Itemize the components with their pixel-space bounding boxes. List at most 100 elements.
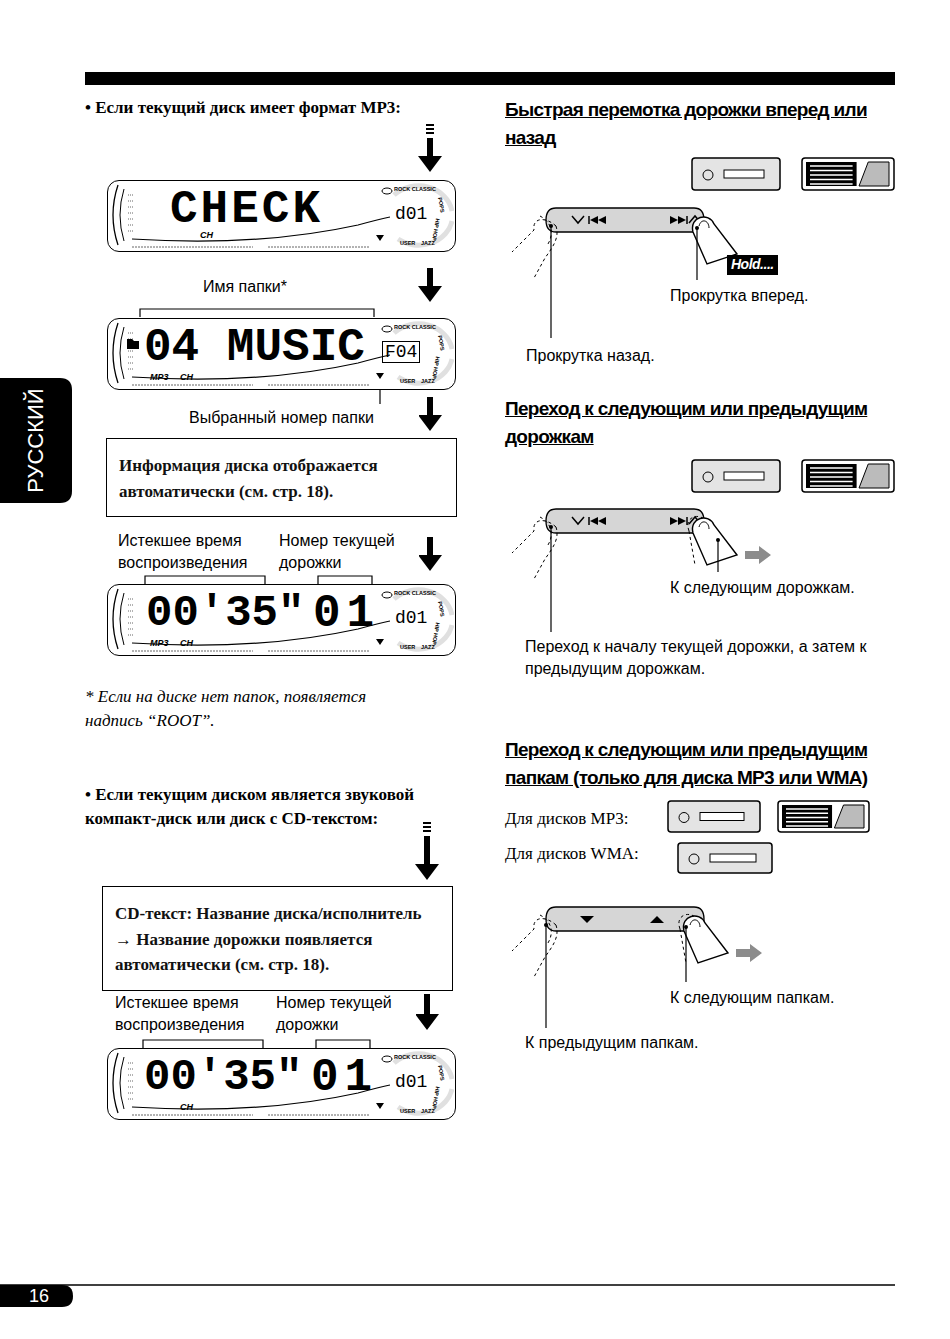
- lcd-dashes: [268, 1115, 370, 1116]
- level-meter: [128, 231, 134, 232]
- level-meter: [128, 213, 134, 214]
- level-meter: [128, 201, 134, 202]
- button-symbol: [670, 216, 678, 224]
- callout-label: Номер текущей дорожки: [279, 530, 419, 575]
- panel-stripe: [810, 165, 853, 167]
- lcd-dashes: [132, 385, 253, 386]
- bottom-rule: [0, 1284, 895, 1286]
- eq-mode: POPS: [437, 335, 445, 351]
- callout-label: Номер текущей дорожки: [276, 992, 416, 1037]
- eq-ring: [394, 1054, 452, 1113]
- lcd-display: 00'35"01d01MP3CHROCK CLASSICPOPSHIP HOPU…: [107, 584, 456, 656]
- button-symbol: [650, 916, 664, 923]
- level-meter: [128, 611, 134, 612]
- unit-knob: [703, 472, 713, 482]
- unit-knob: [689, 854, 699, 864]
- leader-dot: [549, 525, 553, 529]
- eq-mode: JAZZ: [421, 379, 435, 385]
- unit-icon: [692, 460, 780, 492]
- lcd-segment-text: 00'35": [144, 1055, 302, 1099]
- lcd-dashes: [268, 651, 370, 652]
- panel-stripe: [810, 476, 853, 478]
- control-bar: [546, 208, 704, 232]
- disc-icon: [382, 1056, 392, 1062]
- arrow-shape: [418, 138, 442, 172]
- footnote: * Если на диске нет папок, появляется на…: [85, 685, 425, 733]
- lcd-dashes: [268, 247, 370, 248]
- panel-side: [859, 464, 889, 488]
- lcd-edge: [113, 1053, 118, 1113]
- flow-arrow: [415, 994, 439, 1030]
- eq-mode: ROCK CLASSIC: [394, 591, 436, 597]
- arrow-bar: [423, 830, 431, 832]
- section-heading: Переход к следующим или предыдущим папка…: [505, 736, 895, 791]
- arrow-shape: [418, 397, 442, 431]
- callout-label: Прокрутка вперед.: [670, 285, 870, 307]
- eq-mode: JAZZ: [421, 645, 435, 651]
- unit-body: [678, 843, 772, 873]
- bracket: [318, 576, 372, 584]
- lcd-pointer: [376, 1103, 384, 1109]
- lcd-pointer: [376, 373, 384, 379]
- arrow-bar: [426, 132, 434, 134]
- level-meter: [128, 1063, 134, 1064]
- lcd-display: 04 MUSICF04MP3CHROCK CLASSICPOPSHIP HOPU…: [107, 318, 456, 390]
- lcd-segment-text: CHECK: [170, 187, 323, 233]
- lcd-segment-text: 01: [311, 1055, 378, 1101]
- button-symbol: [572, 517, 584, 524]
- unit-knob: [679, 813, 689, 823]
- button-symbol: [590, 517, 598, 525]
- level-meter: [128, 1075, 134, 1076]
- unit-icon: [678, 843, 772, 873]
- panel-stripe: [810, 472, 853, 474]
- unit-knob: [703, 170, 713, 180]
- motion-arrow: [745, 546, 771, 564]
- lcd-indicator: CH: [180, 639, 193, 648]
- panel-stripe: [786, 825, 828, 827]
- bullet-heading: • Если текущим диском является звуковой …: [85, 783, 475, 831]
- eq-mode: ROCK CLASSIC: [394, 325, 436, 331]
- callout-label: Истекшее время воспроизведения: [118, 530, 276, 575]
- callout-label: К предыдущим папкам.: [525, 1032, 755, 1054]
- arrow-shape: [415, 836, 439, 880]
- hold-badge: Hold....: [727, 255, 778, 275]
- callout-label: Переход к началу текущей дорожки, а зате…: [525, 636, 885, 681]
- level-meter: [128, 195, 134, 196]
- eq-mode: JAZZ: [421, 241, 435, 247]
- bullet-heading: • Если текущий диск имеет формат MP3:: [85, 96, 465, 120]
- level-meter: [128, 629, 134, 630]
- callout-label: Имя папки*: [203, 276, 353, 298]
- panel-frame: [802, 158, 894, 190]
- flow-arrow: [418, 397, 442, 431]
- level-meter: [128, 369, 134, 370]
- level-meter: [128, 623, 134, 624]
- lcd-segment-text: 04 MUSIC: [144, 325, 365, 371]
- level-meter: [128, 333, 134, 334]
- info-box: CD-текст: Название диска/исполнитель → Н…: [102, 886, 453, 991]
- control-panel: [512, 208, 737, 278]
- button-symbol: [588, 517, 590, 525]
- finger-ghost: [540, 517, 551, 545]
- arrow-bar: [423, 822, 431, 824]
- bracket: [143, 1040, 263, 1048]
- control-bar: [546, 509, 704, 533]
- panel-icon: [802, 460, 894, 492]
- panel-stripe: [810, 183, 853, 185]
- arrow-shape: [418, 268, 442, 302]
- section-heading: Быстрая перемотка дорожки вперед или наз…: [505, 96, 890, 151]
- lcd-dashes: [132, 247, 253, 248]
- bracket: [145, 576, 265, 584]
- lcd-side-text: d01: [395, 1073, 427, 1091]
- panel-stripe: [786, 808, 828, 810]
- button-symbol: [590, 216, 598, 224]
- level-meter: [128, 351, 134, 352]
- level-meter: [128, 225, 134, 226]
- eq-mode: USER: [400, 1109, 415, 1115]
- lcd-edge: [120, 189, 124, 241]
- panel-icon: [802, 158, 894, 190]
- finger-nail: [699, 221, 709, 228]
- button-symbol: [598, 517, 606, 525]
- level-meter: [128, 357, 134, 358]
- finger-nail: [690, 920, 700, 927]
- lcd-indicator: CH: [200, 231, 213, 240]
